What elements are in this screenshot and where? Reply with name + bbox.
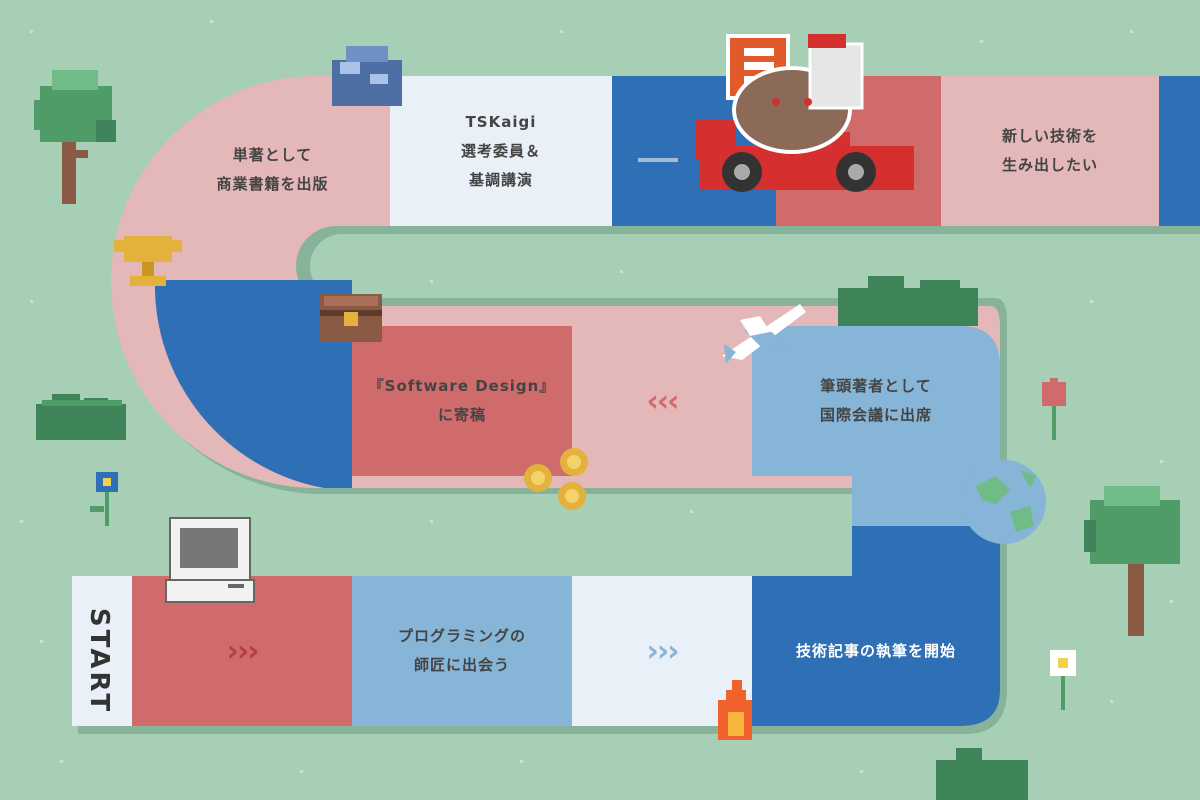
bush-icon — [36, 394, 126, 440]
square-tskaigi-label: TSKaigi 選考委員＆ 基調講演 — [460, 112, 541, 189]
character-icon — [726, 34, 864, 154]
square-tanshocho-label: 単著として 商業書籍を出版 — [216, 146, 329, 193]
arrows-backward: ‹‹‹ — [646, 383, 679, 419]
coins-icon — [524, 448, 588, 510]
grass-speckles — [20, 20, 1173, 773]
start-label: START — [84, 607, 114, 715]
globe-icon — [962, 460, 1046, 544]
airplane-icon — [722, 304, 806, 364]
bush-icon — [838, 276, 978, 326]
start-square: START — [66, 594, 132, 728]
square-hitto-chosha-label: 筆頭著者として 国際会議に出席 — [819, 377, 932, 424]
square-atarashii-bg — [941, 76, 1159, 226]
square-atarashii-label: 新しい技術を 生み出したい — [1001, 127, 1098, 174]
square-middle-pink — [572, 326, 752, 476]
square-top-blue-2 — [1159, 76, 1200, 226]
tree-icon — [34, 70, 116, 204]
trophy-icon — [114, 236, 182, 286]
square-tskaigi-bg — [390, 76, 612, 226]
square-gijutsu-kiji-label: 技術記事の執筆を開始 — [795, 641, 956, 660]
square-software-design-bg — [352, 326, 572, 476]
fire-icon — [718, 680, 752, 740]
square-gijutsu-kiji-bg — [752, 526, 1000, 726]
tree-icon — [1084, 486, 1180, 636]
bush-icon — [936, 748, 1028, 800]
square-programming-bg — [352, 576, 572, 726]
blue-flower-icon — [90, 472, 118, 526]
treasure-chest-icon — [320, 294, 382, 342]
arrows-forward-2: ››› — [646, 633, 679, 669]
square-software-design-label: 『Software Design』 に寄稿 — [368, 377, 556, 424]
white-flower-icon — [1050, 650, 1076, 710]
arrows-forward-1: ››› — [226, 633, 259, 669]
boulder-icon — [332, 46, 402, 106]
tulip-icon — [1042, 378, 1066, 440]
square-start-bg — [72, 576, 132, 726]
curve-blue-section — [154, 280, 352, 488]
computer-icon — [165, 517, 255, 603]
square-programming-label: プログラミングの 師匠に出会う — [397, 627, 526, 674]
square-hitto-chosha-bg — [752, 326, 1000, 526]
